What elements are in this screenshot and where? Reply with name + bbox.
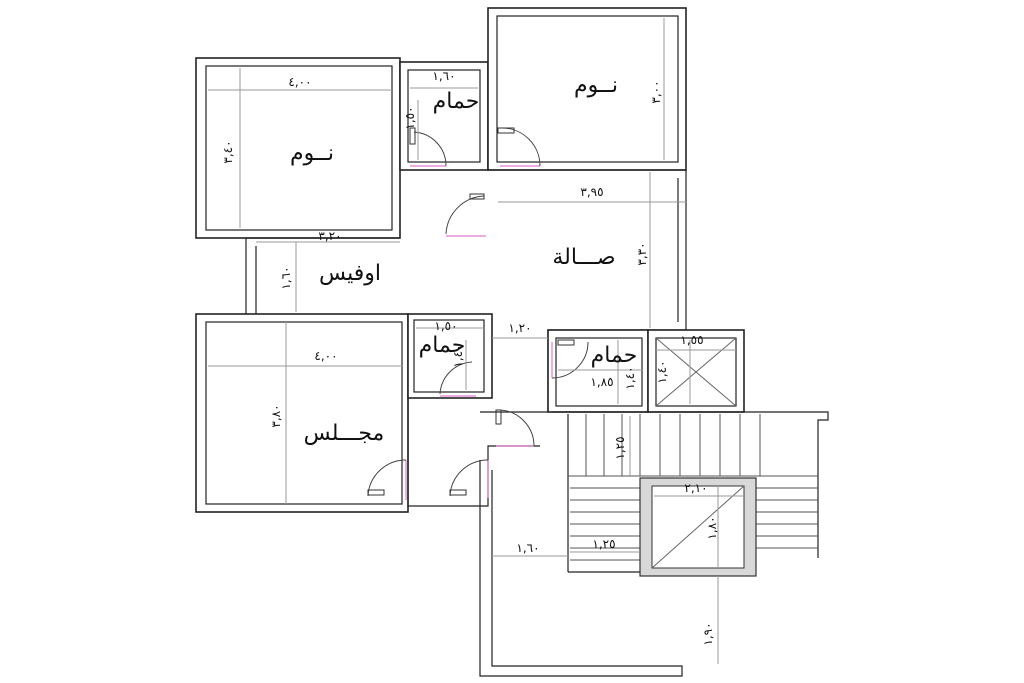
wall-shaft-inner (655, 337, 737, 407)
dim-majlis-width: ٤,٠٠ (314, 349, 337, 363)
dim-bedroom2-height: ٣,٠٠ (649, 80, 663, 103)
wall-stair-outer (552, 411, 829, 558)
dim-bath1-width: ١,٦٠ (432, 69, 455, 83)
dimension-labels: ٤,٠٠ ٣,٤٠ ١,٦٠ ١,٥٠ ٣,٠٠ ٣,٩٥ ٣,٣٠ ٣,٢٠ … (221, 69, 719, 646)
wall-bedroom-1 (195, 57, 401, 239)
dim-shaft-height: ١,٤٠ (655, 360, 669, 383)
dim-bath3-width: ١,٨٥ (590, 375, 613, 389)
room-label-bath-3: حمام (591, 343, 638, 368)
room-labels: نــوم نــوم حمام اوفيس صـــالة حمام حمام… (290, 73, 637, 446)
dim-bath3-height: ١,٤٠ (623, 366, 637, 389)
dim-stair-well-height: ١,٨٠ (705, 516, 719, 539)
wall-majlis-inner (205, 321, 403, 505)
wall-bedroom-2-inner (496, 15, 679, 163)
door-bedroom-1[interactable] (445, 193, 486, 237)
dim-shaft-width: ١,٥٥ (680, 333, 703, 347)
dim-hall-width: ٣,٩٥ (580, 185, 603, 199)
dim-stair-well-width: ٢,١٠ (684, 481, 707, 495)
wall-office-outline (245, 237, 400, 314)
door-bath-3[interactable] (551, 339, 589, 379)
shaft-cross-2 (655, 337, 737, 407)
dim-bath2-height: ١,٤٠ (451, 344, 465, 367)
wall-bath-1 (399, 61, 489, 171)
dim-bath2-width: ١,٥٠ (434, 319, 457, 333)
wall-bath-3-inner (555, 337, 643, 407)
door-bedroom-2[interactable] (497, 127, 541, 167)
doors (367, 127, 589, 500)
room-label-bedroom-2: نــوم (574, 73, 618, 98)
dim-majlis-height: ٣,٨٠ (269, 404, 283, 427)
room-label-bedroom-1: نــوم (290, 141, 334, 166)
dim-hall-height: ٣,٣٠ (635, 242, 649, 265)
wall-shaft (647, 329, 745, 413)
stair-well-diagonal (651, 485, 745, 569)
wall-bath-1-inner (407, 69, 481, 163)
dim-entry-height: ١,٩٠ (701, 622, 715, 645)
door-majlis[interactable] (367, 459, 407, 500)
room-label-majlis: مجـــلس (304, 421, 385, 446)
dim-corridor-width: ١,٢٠ (508, 321, 531, 335)
wall-majlis (195, 313, 409, 513)
dim-office-height: ١,٦٠ (279, 266, 293, 289)
room-label-bath-2: حمام (419, 333, 466, 358)
wall-bedroom-1-inner (205, 65, 393, 231)
wall-entry (479, 460, 683, 677)
door-lobby[interactable] (449, 459, 489, 498)
door-corridor[interactable] (495, 409, 535, 447)
room-label-hall: صـــالة (552, 245, 615, 270)
stairs (568, 414, 818, 577)
dimension-lines (208, 18, 744, 664)
room-label-bath-1: حمام (433, 89, 480, 114)
dim-stair-top: ١,٢٥ (613, 436, 627, 459)
wall-lobby (407, 398, 540, 507)
dim-entry-width: ١,٦٠ (516, 541, 539, 555)
door-bath-1[interactable] (409, 127, 447, 167)
dim-bedroom1-width: ٤,٠٠ (288, 75, 311, 89)
door-bath-2[interactable] (439, 361, 476, 397)
room-label-office: اوفيس (319, 261, 381, 286)
wall-bath-2-inner (413, 319, 485, 393)
dim-stair-bottom: ١,٢٥ (592, 537, 615, 551)
dim-office-width: ٣,٢٠ (318, 229, 341, 243)
dim-bedroom1-height: ٣,٤٠ (221, 140, 235, 163)
wall-bedroom-2 (487, 7, 687, 171)
dim-bath1-height: ١,٥٠ (403, 106, 417, 129)
